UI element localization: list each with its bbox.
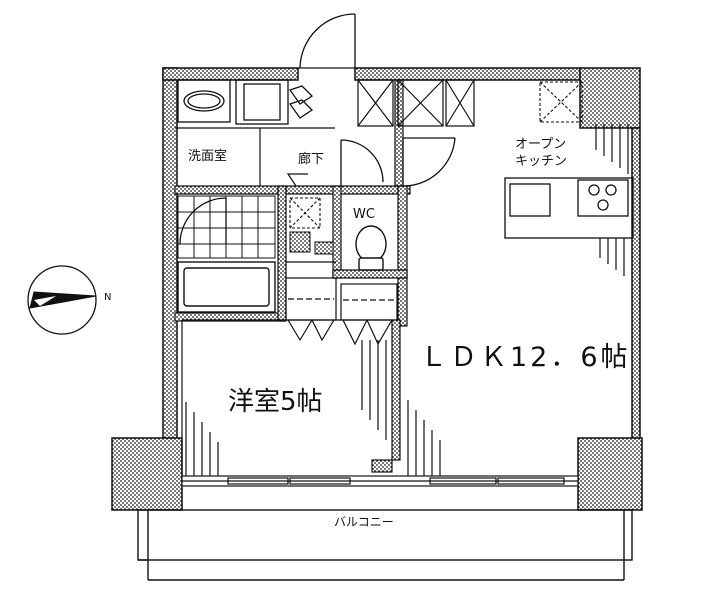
entrance-door xyxy=(298,13,356,69)
ldk-label: ＬＤＫ12．6帖 xyxy=(420,342,631,373)
washing-machine-space xyxy=(235,79,314,125)
compass-north-label: N xyxy=(104,292,111,303)
kitchen-label-line2: キッチン xyxy=(515,154,567,169)
bedroom-label: 洋室5帖 xyxy=(228,387,323,417)
closet-doors xyxy=(287,319,393,346)
bathroom-door xyxy=(179,197,227,245)
toilet xyxy=(355,225,387,271)
ldk-door xyxy=(402,137,456,187)
kitchen-counter xyxy=(504,177,634,239)
compass xyxy=(27,265,97,335)
bedroom-window-frame xyxy=(181,319,392,476)
pipe-space xyxy=(289,231,334,255)
interior-walls xyxy=(174,79,411,473)
bathtub xyxy=(177,261,276,313)
wc-label: WC xyxy=(353,207,375,222)
exterior-walls xyxy=(111,67,643,511)
washroom-label: 洗面室 xyxy=(188,148,227,164)
balcony-label: バルコニー xyxy=(334,515,394,529)
washbasin xyxy=(177,79,231,123)
balcony-windows xyxy=(181,475,579,487)
kitchen-label-line1: オープン xyxy=(515,137,566,152)
wc-door xyxy=(340,139,384,186)
balcony xyxy=(137,509,633,581)
washroom-door xyxy=(175,127,335,187)
hallway-label: 廊下 xyxy=(298,151,324,167)
storage-units xyxy=(357,79,475,127)
ventilation-unit xyxy=(289,197,321,229)
refrigerator-space xyxy=(539,81,583,123)
shading-hatch xyxy=(185,124,629,476)
